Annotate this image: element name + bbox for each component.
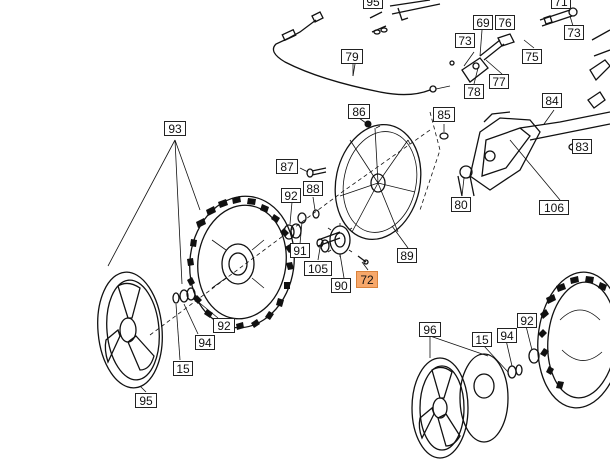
left-hubcap <box>97 271 196 389</box>
bottom-hubcap <box>411 353 523 459</box>
callout-85: 85 <box>433 107 455 122</box>
callout-86: 86 <box>348 104 370 119</box>
callout-87: 87 <box>276 159 298 174</box>
callout-95-top: 95 <box>363 0 383 9</box>
callout-106: 106 <box>539 200 569 215</box>
callout-94-a: 94 <box>195 335 215 350</box>
callout-90: 90 <box>331 278 351 293</box>
callout-15-b: 15 <box>173 361 193 376</box>
left-wheel <box>187 195 295 330</box>
callout-80: 80 <box>451 197 471 212</box>
callout-83: 83 <box>572 139 592 154</box>
callout-94-b: 94 <box>497 328 517 343</box>
callout-96: 96 <box>419 322 441 337</box>
callout-84: 84 <box>542 93 562 108</box>
cable-assembly <box>272 11 451 96</box>
callout-92-b: 92 <box>213 318 235 333</box>
callout-89: 89 <box>397 248 417 263</box>
callout-78: 78 <box>464 84 484 99</box>
callout-79: 79 <box>341 49 363 64</box>
callout-105: 105 <box>304 261 332 276</box>
callout-75: 75 <box>522 49 542 64</box>
callout-92-a: 92 <box>281 188 301 203</box>
small-hardware <box>283 120 372 265</box>
right-wheel <box>528 271 610 409</box>
callout-15-a: 15 <box>472 332 492 347</box>
callout-88: 88 <box>303 181 323 196</box>
drive-disc <box>334 123 422 241</box>
callout-69: 69 <box>473 15 493 30</box>
callout-91: 91 <box>290 243 310 258</box>
callout-73-b: 73 <box>564 25 584 40</box>
callout-76: 76 <box>495 15 515 30</box>
callout-93: 93 <box>164 121 186 136</box>
callout-92-c: 92 <box>517 313 537 328</box>
callout-71: 71 <box>551 0 571 9</box>
callout-95: 95 <box>135 393 157 408</box>
leader-lines <box>107 15 579 393</box>
assembly-axis-lines <box>149 111 441 336</box>
top-bracket-assembly <box>369 0 578 83</box>
callout-72-highlighted[interactable]: 72 <box>356 271 378 288</box>
callout-73-a: 73 <box>455 33 475 48</box>
callout-77: 77 <box>489 74 509 89</box>
